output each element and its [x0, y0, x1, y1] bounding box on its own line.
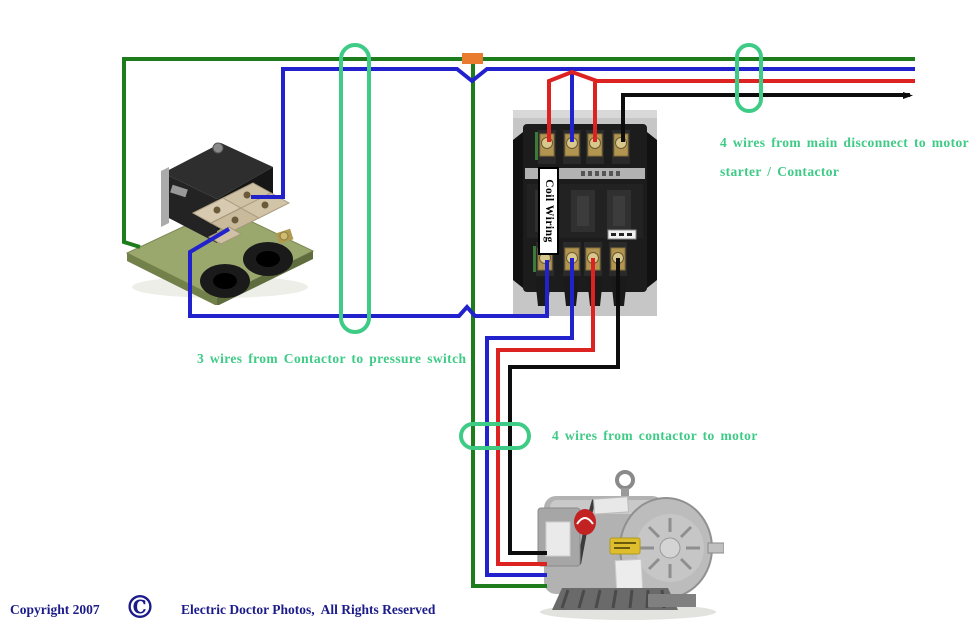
motor-junction-box [537, 507, 581, 567]
annotation-contactor-to-pressure-switch: 3 wires from Contactor to pressure switc… [197, 351, 467, 366]
annotation-main-disconnect-line2: starter / Contactor [720, 164, 840, 179]
pressure-switch-photo [125, 142, 315, 305]
motor-warning-label [609, 537, 641, 555]
motor-top-label [593, 496, 630, 515]
annotation-main-disconnect-line1: 4 wires from main disconnect to motor [720, 135, 970, 150]
motor-shaft [707, 542, 724, 554]
copyright-symbol-icon: © [124, 588, 156, 626]
junction-marker [462, 53, 483, 64]
cable-loop-left [339, 43, 371, 334]
motor-base [552, 588, 696, 610]
annotation-contactor-to-motor: 4 wires from contactor to motor [552, 428, 758, 443]
credit-text: Electric Doctor Photos, All Rights Reser… [181, 602, 436, 617]
wire-black-arrow-tip [903, 92, 913, 99]
motor-photo [537, 470, 724, 620]
copyright-text: Copyright 2007 [10, 602, 100, 617]
contactor-photo [513, 110, 657, 316]
motor-lifting-eye [615, 470, 635, 499]
motor-badge [574, 509, 596, 535]
cable-loop-top-right [735, 43, 763, 113]
coil-wiring-label: Coil Wiring [538, 167, 559, 255]
cable-loop-motor [459, 422, 531, 450]
